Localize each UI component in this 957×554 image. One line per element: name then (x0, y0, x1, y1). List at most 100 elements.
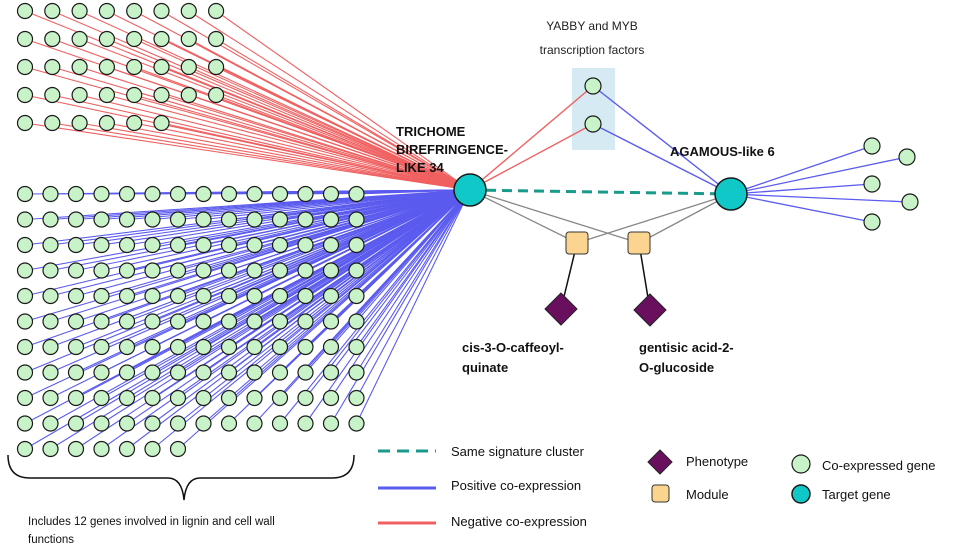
coexpressed-gene-node (271, 415, 289, 432)
coexpressed-gene-node (16, 440, 34, 458)
coexpressed-gene-node (180, 2, 197, 20)
coexpressed-gene-node (144, 262, 161, 279)
coexpressed-gene-node (297, 262, 314, 279)
coexpressed-gene-node (322, 262, 340, 279)
coexpressed-gene-node (98, 114, 116, 132)
coexpressed-gene-node (208, 2, 225, 20)
coexpressed-gene-node (42, 364, 59, 381)
coexpressed-gene-node (180, 58, 197, 76)
coexpressed-gene-node (93, 236, 110, 254)
positive-edge (279, 189, 471, 424)
coexpressed-gene-node (71, 86, 88, 104)
coexpressed-gene-node (901, 193, 919, 211)
positive-edge (356, 189, 471, 195)
coexpressed-gene-node (42, 415, 59, 432)
coexpressed-gene-node (220, 185, 238, 203)
negative-edge (188, 38, 471, 191)
coexpressed-gene-node (144, 415, 161, 432)
coexpressed-gene-node (297, 389, 314, 407)
positive-edge (356, 189, 471, 373)
coexpressed-gene-node (348, 185, 365, 203)
coexpressed-gene-node (169, 415, 187, 432)
negative-edge (161, 122, 471, 191)
tf-box-label-line-2: transcription factors (540, 43, 645, 57)
positive-edge (75, 189, 471, 272)
coexpressed-gene-node (44, 58, 61, 76)
coexpressed-gene-node (93, 262, 110, 279)
coexpressed-gene-node (220, 236, 238, 254)
positive-edge (730, 193, 873, 223)
coexpressed-gene-node (118, 338, 136, 356)
coexpressed-gene-node (348, 262, 365, 279)
module-link (638, 193, 732, 244)
module-link (469, 189, 640, 244)
coexpressed-gene-node (271, 338, 289, 356)
negative-edge (215, 66, 471, 191)
coexpressed-gene-node (208, 86, 225, 104)
agl6-edges (730, 145, 911, 223)
same-cluster-link (469, 188, 732, 196)
coexpressed-gene-node (153, 114, 170, 132)
positive-edge (730, 193, 911, 203)
coexpressed-gene-node (93, 313, 110, 330)
coexpressed-gene-node (271, 236, 289, 254)
module-links (469, 189, 732, 311)
coexpressed-gene-node (297, 313, 314, 330)
coexpressed-gene-node (44, 2, 61, 20)
coexpressed-gene-node (322, 338, 340, 356)
positive-edge (50, 189, 471, 272)
coexpressed-gene-node (322, 287, 340, 305)
coexpressed-gene-node (118, 185, 136, 203)
coexpressed-gene-node (144, 389, 161, 407)
coexpressed-gene-node (93, 338, 110, 356)
coexpressed-gene-node (322, 364, 340, 381)
coexpressed-gene-node (297, 287, 314, 305)
coexpressed-gene-node (195, 338, 212, 356)
legend-coexpressed-label: Co-expressed gene (822, 458, 935, 473)
positive-edge (592, 123, 732, 195)
coexpressed-gene-node (246, 313, 263, 330)
coexpressed-gene-node (71, 58, 88, 76)
legend-phenotype-label: Phenotype (686, 454, 748, 469)
negative-edge (215, 10, 471, 191)
coexpressed-gene-node (44, 86, 61, 104)
positive-edge (330, 189, 471, 399)
coexpressed-gene-node (16, 389, 34, 407)
coexpressed-gene-node (93, 185, 110, 203)
coexpressed-gene-node (153, 86, 170, 104)
coexpressed-gene-node (297, 338, 314, 356)
coexpressed-gene-node (220, 364, 238, 381)
positive-edge (75, 189, 471, 323)
legend-negative-label: Negative co-expression (451, 514, 587, 529)
coexpressed-gene-node (144, 211, 161, 228)
grouping-brace (7, 454, 355, 501)
positive-edge (228, 189, 471, 424)
coexpressed-gene-node (144, 236, 161, 254)
coexpressed-gene-node (16, 415, 34, 432)
coexpressed-gene-node (195, 415, 212, 432)
coexpressed-gene-node (71, 30, 88, 48)
brace-note-line-2: functions (28, 534, 74, 546)
coexpressed-gene-node (246, 415, 263, 432)
coexpressed-gene-node (118, 313, 136, 330)
coexpressed-gene-node (42, 338, 59, 356)
positive-edge (356, 189, 471, 424)
phenotype-1-label-line-2: quinate (462, 360, 508, 375)
coexpressed-gene-node (246, 364, 263, 381)
negative-edge (52, 94, 471, 191)
coexpressed-gene-node (144, 313, 161, 330)
coexpressed-gene-node (195, 211, 212, 228)
negative-edge (188, 66, 471, 191)
coexpressed-gene-node (118, 389, 136, 407)
legend-same-cluster-label: Same signature cluster (451, 444, 585, 459)
coexpressed-gene-node (42, 389, 59, 407)
positive-edge (24, 189, 471, 424)
coexpressed-gene-node (297, 364, 314, 381)
coexpressed-gene-node (98, 86, 116, 104)
coexpressed-gene-node (144, 440, 161, 458)
coexpressed-gene-node (67, 415, 85, 432)
coexpressed-gene-node (208, 58, 225, 76)
coexpressed-gene-node (71, 2, 88, 20)
coexpressed-gene-node (863, 175, 881, 193)
